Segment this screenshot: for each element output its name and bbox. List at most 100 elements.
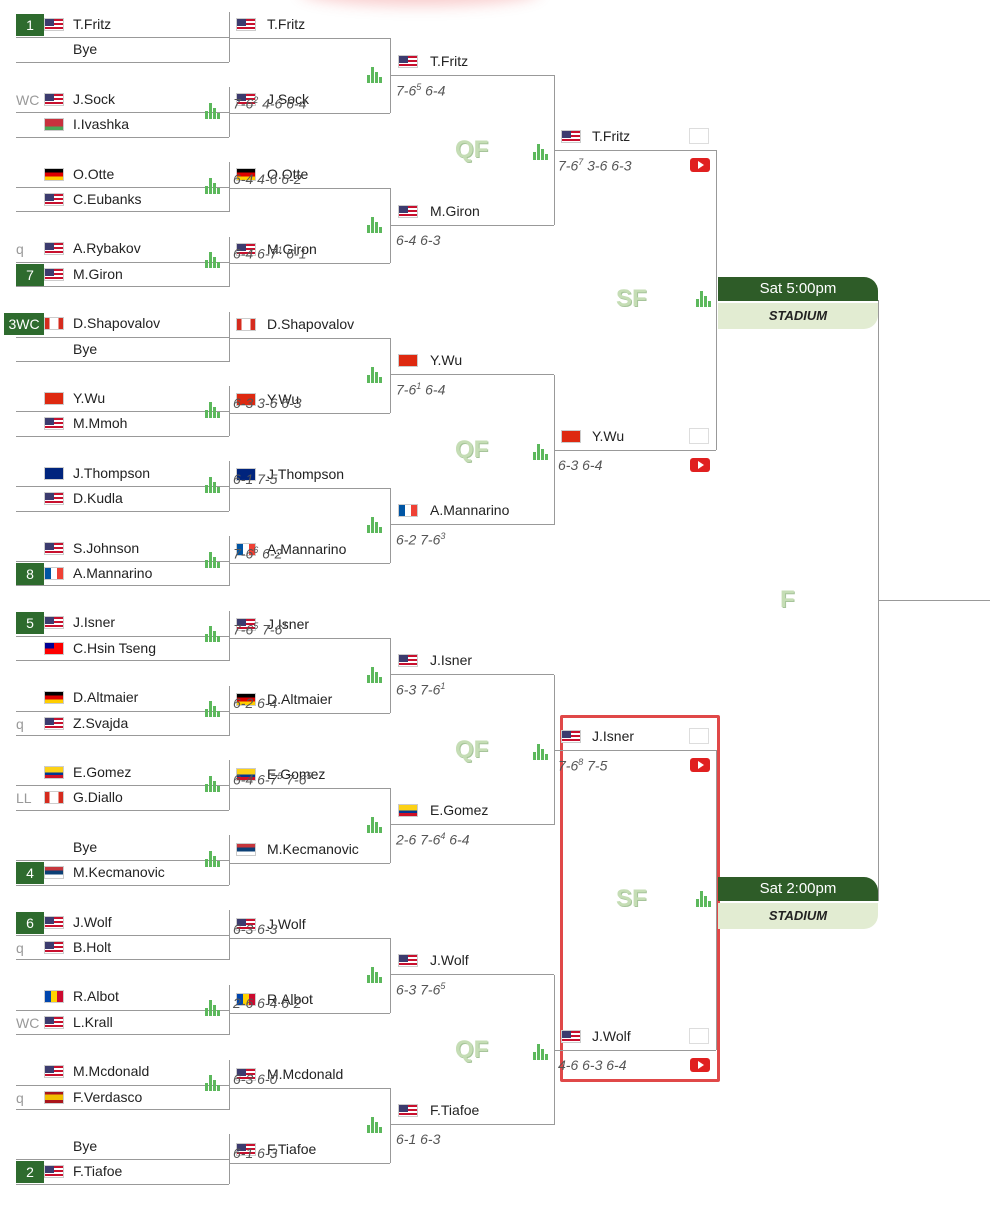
r3-player-name: T.Fritz — [430, 53, 469, 69]
stats-icon[interactable] — [205, 699, 221, 718]
bracket-line — [16, 860, 229, 862]
bracket-line — [16, 1034, 229, 1036]
r1-player-name: E.Gomez — [73, 764, 132, 780]
seed-badge: 4 — [16, 862, 44, 885]
r1-player-name: L.Krall — [73, 1013, 113, 1030]
bracket-line — [230, 488, 390, 489]
bracket-line — [16, 37, 229, 39]
stats-icon[interactable] — [205, 250, 221, 269]
youtube-icon[interactable] — [690, 458, 710, 472]
stats-bar — [379, 977, 382, 983]
r1-player-name: R.Albot — [73, 988, 119, 1005]
stats-bar — [700, 291, 703, 307]
stats-icon[interactable] — [367, 515, 383, 533]
flag-blr-icon — [44, 118, 64, 132]
bracket-line — [390, 1088, 391, 1163]
match-score: 6-4 6-75 7-65 — [233, 771, 312, 788]
stats-icon[interactable] — [205, 475, 221, 493]
stats-icon[interactable] — [205, 849, 221, 867]
stats-icon[interactable] — [696, 889, 712, 907]
flag-usa-icon — [44, 242, 64, 256]
bracket-line — [230, 113, 390, 114]
bracket-line — [230, 788, 390, 789]
match-score: 4-6 6-3 6-4 — [558, 1057, 627, 1073]
stats-icon[interactable] — [696, 289, 712, 307]
flag-chn-icon — [44, 392, 64, 405]
bracket-line — [16, 261, 229, 263]
flag-usa-icon — [44, 716, 64, 730]
flag-ger-icon — [236, 693, 256, 706]
r1-player-name: S.Johnson — [73, 539, 140, 556]
stats-icon[interactable] — [367, 65, 383, 83]
stats-bar — [367, 75, 370, 83]
tiebreak-score: 5 — [306, 771, 312, 781]
stats-bar — [205, 410, 208, 418]
stats-icon[interactable] — [205, 176, 221, 194]
flag-can-icon — [44, 317, 64, 331]
match-score: 7-61 6-4 — [396, 381, 446, 398]
stats-bar — [205, 634, 208, 643]
bracket-line — [16, 735, 229, 736]
flag-col-icon — [236, 768, 256, 781]
h2h-icon[interactable] — [689, 128, 709, 144]
flag-canton — [45, 942, 54, 949]
stats-icon[interactable] — [205, 550, 221, 568]
stats-bar — [213, 407, 216, 418]
stats-icon[interactable] — [205, 624, 221, 643]
seed-badge: q — [16, 241, 24, 258]
match-score: 2-6 7-64 6-4 — [396, 831, 470, 848]
flag-col-icon — [44, 766, 64, 779]
bracket-line — [16, 435, 229, 437]
stats-icon[interactable] — [367, 965, 383, 983]
r2-player-name: R.Albot — [267, 991, 313, 1007]
h2h-icon[interactable] — [689, 728, 709, 744]
match-score: 6-3 6-4 — [558, 457, 603, 473]
bracket-line — [555, 450, 716, 451]
stats-icon[interactable] — [205, 400, 221, 418]
bracket-line — [16, 211, 229, 213]
stats-icon[interactable] — [533, 1042, 549, 1060]
stats-icon[interactable] — [367, 365, 383, 383]
stats-icon[interactable] — [533, 142, 549, 160]
h2h-icon[interactable] — [689, 428, 709, 444]
bracket-line — [230, 1163, 390, 1164]
youtube-icon[interactable] — [690, 758, 710, 772]
stats-bar — [217, 561, 220, 568]
flag-tpe-icon — [44, 641, 64, 655]
youtube-icon[interactable] — [690, 158, 710, 172]
match-venue: STADIUM — [718, 903, 878, 929]
stats-bar — [371, 667, 374, 683]
flag-usa-icon — [236, 1143, 256, 1156]
seed-badge: WC — [16, 1014, 40, 1031]
stats-icon[interactable] — [367, 815, 383, 833]
bracket-line — [391, 524, 554, 525]
bracket-line — [390, 188, 391, 263]
seed-badge: 2 — [16, 1161, 44, 1184]
flag-usa-icon — [44, 18, 64, 31]
match-score: 6-2 6-4 — [233, 695, 278, 711]
flag-col-icon — [398, 804, 418, 817]
stats-icon[interactable] — [205, 998, 221, 1017]
stats-icon[interactable] — [533, 442, 549, 460]
stats-icon[interactable] — [205, 101, 221, 119]
stats-icon[interactable] — [205, 774, 221, 792]
stats-bar — [375, 372, 378, 383]
stats-icon[interactable] — [205, 1073, 221, 1092]
stats-icon[interactable] — [367, 215, 383, 233]
r1-player-name: M.Kecmanovic — [73, 864, 165, 881]
r2-player-name: J.Wolf — [267, 916, 306, 932]
match-score: 6-3 3-6 6-3 — [233, 395, 302, 411]
bracket-line — [391, 824, 554, 825]
stats-icon[interactable] — [367, 1115, 383, 1133]
match-score: 6-3 7-65 — [396, 981, 446, 998]
flag-usa-icon — [236, 93, 256, 106]
bracket-line — [16, 710, 229, 712]
stats-icon[interactable] — [367, 665, 383, 683]
stats-icon[interactable] — [533, 742, 549, 760]
h2h-icon[interactable] — [689, 1028, 709, 1044]
flag-canton — [237, 1069, 246, 1076]
bracket-line — [390, 488, 391, 563]
bracket-line — [230, 1013, 390, 1014]
youtube-icon[interactable] — [690, 1058, 710, 1072]
bracket-line — [16, 635, 229, 637]
